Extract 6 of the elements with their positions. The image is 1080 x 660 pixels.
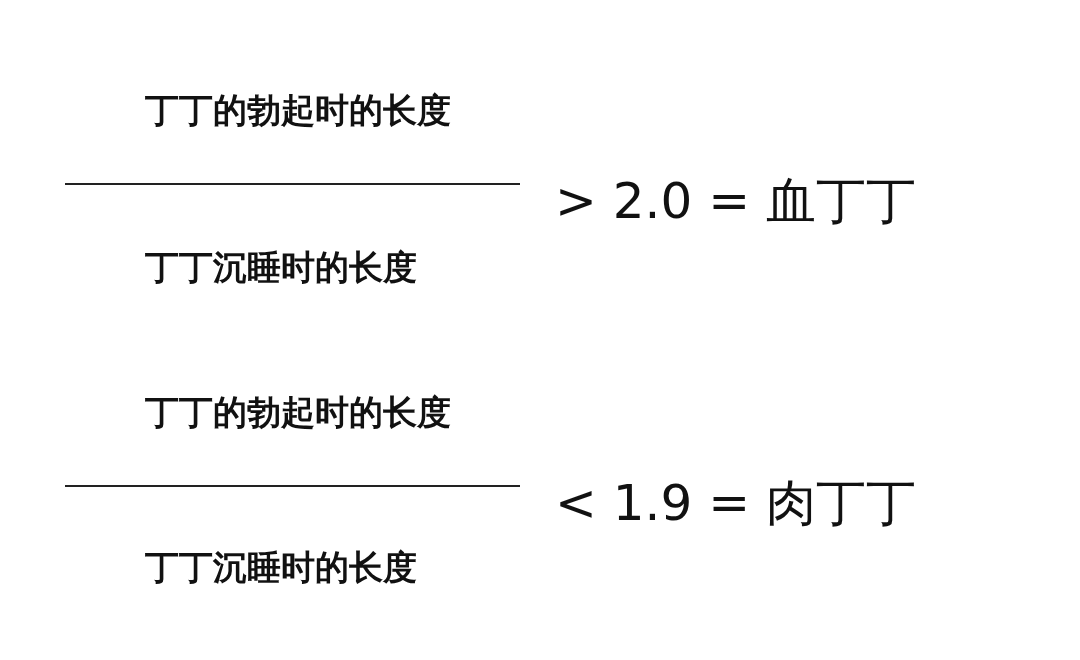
formula-result: < 1.9 = 肉丁丁 [555, 473, 916, 534]
numerator-text: 丁丁的勃起时的长度 [145, 89, 451, 132]
formula-result: > 2.0 = 血丁丁 [555, 171, 916, 232]
denominator-text: 丁丁沉睡时的长度 [145, 546, 417, 589]
numerator-text: 丁丁的勃起时的长度 [145, 391, 451, 434]
denominator-text: 丁丁沉睡时的长度 [145, 246, 417, 289]
